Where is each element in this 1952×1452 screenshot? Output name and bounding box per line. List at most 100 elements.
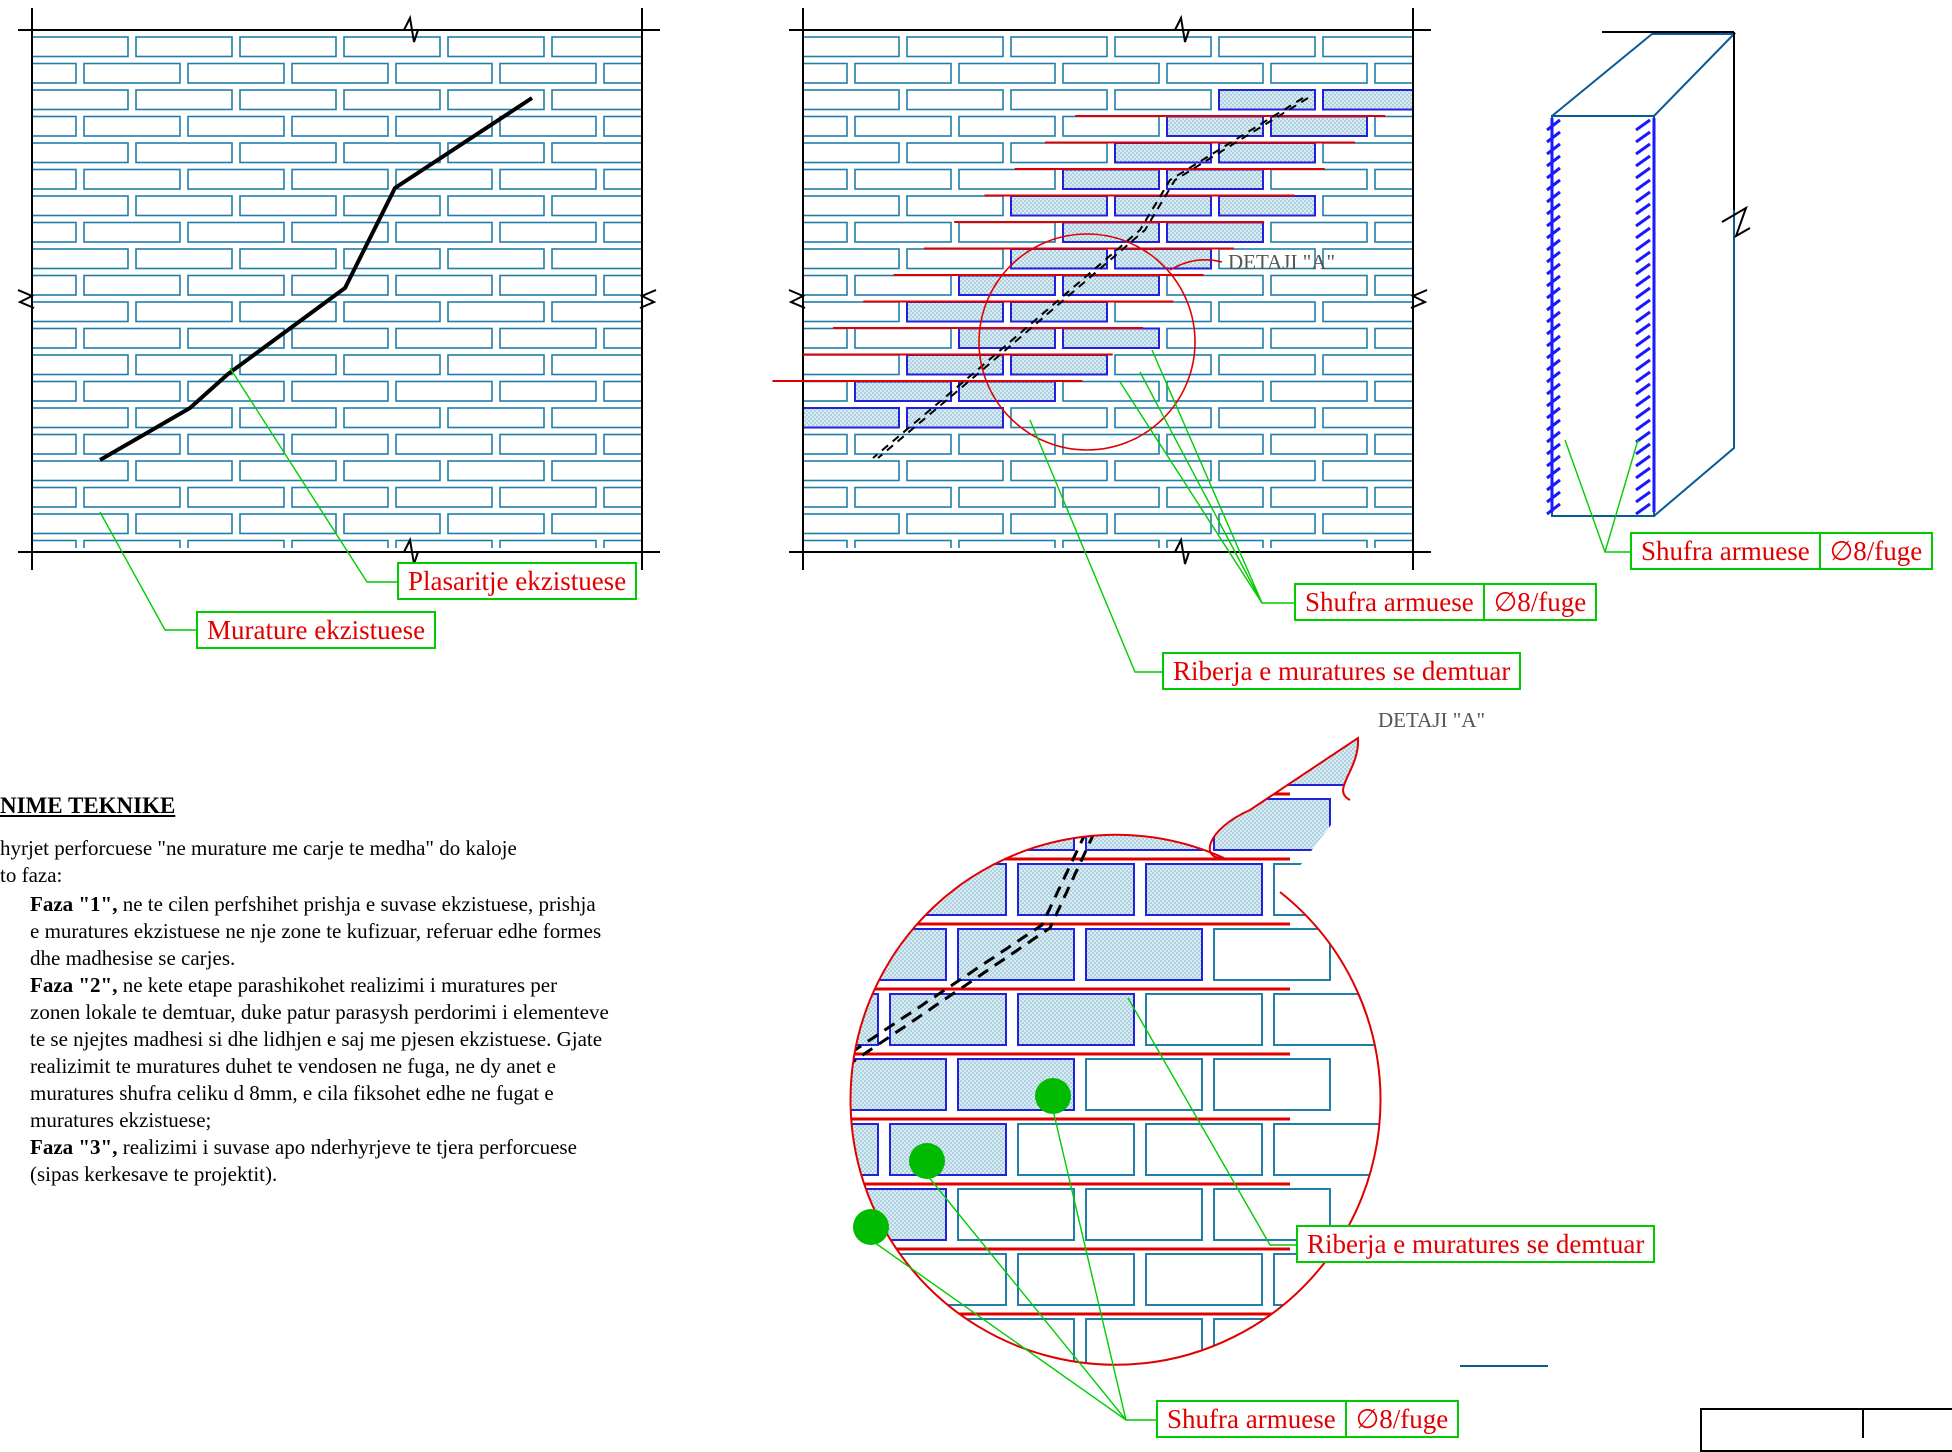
- brick: [603, 115, 642, 137]
- brick: [906, 460, 1004, 482]
- brick: [291, 327, 389, 349]
- hatch: [1635, 238, 1651, 252]
- leader-line: [1127, 997, 1296, 1246]
- hatch: [1635, 226, 1651, 240]
- brick: [187, 221, 285, 243]
- brick: [634, 734, 750, 785]
- brick: [32, 62, 77, 84]
- brick: [239, 301, 337, 323]
- brick: [32, 301, 129, 323]
- brick: [135, 195, 233, 217]
- brick: [187, 115, 285, 137]
- brick: [1062, 539, 1160, 548]
- rebar-spec: ∅8/fuge: [1482, 585, 1596, 619]
- brick: [187, 433, 285, 455]
- brick: [1166, 327, 1264, 349]
- brick: [850, 1058, 947, 1111]
- brick: [854, 168, 952, 190]
- rebar-spec: ∅8/fuge: [1344, 1402, 1458, 1436]
- brick: [1270, 433, 1368, 455]
- leader-line: [1139, 371, 1263, 604]
- brick: [1085, 928, 1203, 981]
- brick: [1218, 89, 1316, 111]
- brick: [1270, 168, 1368, 190]
- brick: [1017, 738, 1135, 786]
- brick: [32, 115, 77, 137]
- brick: [958, 221, 1056, 243]
- brick: [1374, 168, 1413, 190]
- brick: [1218, 354, 1316, 376]
- leader-line: [1029, 419, 1162, 673]
- brick: [1062, 433, 1160, 455]
- brick: [1114, 460, 1212, 482]
- label-rebuilt-masonry-detail: Riberja e muratures se demtuar: [1296, 1225, 1656, 1263]
- brick: [1062, 486, 1160, 508]
- brick: [1270, 62, 1368, 84]
- brick: [850, 1123, 879, 1176]
- brick: [803, 195, 900, 217]
- repaired-wall-elevation: [772, 8, 1431, 570]
- label-rebar-column: Shufra armuese ∅8/fuge: [1630, 532, 1934, 570]
- brick: [395, 539, 493, 548]
- brick: [447, 248, 545, 270]
- leader-line: [870, 1239, 1127, 1421]
- brick: [239, 460, 337, 482]
- brick: [889, 863, 1007, 916]
- brick: [1218, 195, 1316, 217]
- brick: [1270, 115, 1368, 137]
- brick: [803, 89, 900, 111]
- brick: [1145, 863, 1263, 916]
- hatch: [1635, 502, 1651, 516]
- brick: [850, 738, 879, 786]
- brick: [958, 274, 1056, 296]
- brick: [1218, 248, 1316, 270]
- hatch: [1635, 322, 1651, 336]
- brick: [551, 301, 642, 323]
- brick: [1017, 993, 1135, 1046]
- pier-isometric: [1546, 31, 1751, 517]
- hatch: [1635, 154, 1651, 168]
- brick: [1213, 928, 1331, 981]
- brick: [1062, 62, 1160, 84]
- brick: [1062, 380, 1160, 402]
- brick: [803, 36, 900, 58]
- rebar-section-dot: [1035, 1078, 1071, 1114]
- brick: [803, 168, 848, 190]
- hatch: [1635, 442, 1651, 456]
- brick: [499, 380, 597, 402]
- brick: [1114, 513, 1212, 535]
- brick: [395, 380, 493, 402]
- detail-a-tag-bubble: DETAJI "A": [1378, 708, 1486, 732]
- brick: [499, 221, 597, 243]
- brick: [1270, 327, 1368, 349]
- brick: [291, 539, 389, 548]
- hatch: [1635, 406, 1651, 420]
- brick: [32, 354, 129, 376]
- brick: [603, 62, 642, 84]
- brick: [854, 433, 952, 455]
- brick: [1166, 274, 1264, 296]
- brick: [1010, 248, 1108, 270]
- brick: [850, 928, 947, 981]
- brick: [702, 1319, 818, 1370]
- brick: [803, 486, 848, 508]
- brick: [291, 221, 389, 243]
- brick: [32, 460, 129, 482]
- leader-line: [926, 1174, 1127, 1421]
- notes-title: NIME TEKNIKE: [0, 793, 176, 818]
- brick: [1145, 1253, 1263, 1306]
- notes-intro-line2: to faza:: [0, 863, 63, 887]
- brick: [574, 1319, 690, 1370]
- brick: [702, 799, 818, 850]
- brick: [906, 248, 1004, 270]
- brick: [1218, 301, 1316, 323]
- brick: [83, 539, 181, 548]
- brick: [1213, 1058, 1331, 1111]
- brick: [889, 1123, 1007, 1176]
- brick: [395, 486, 493, 508]
- phase-item: Faza "2", ne kete etape parashikohet rea…: [30, 972, 610, 1134]
- brick: [32, 274, 77, 296]
- brick: [1213, 1318, 1331, 1365]
- hatch: [1635, 298, 1651, 312]
- brick: [135, 460, 233, 482]
